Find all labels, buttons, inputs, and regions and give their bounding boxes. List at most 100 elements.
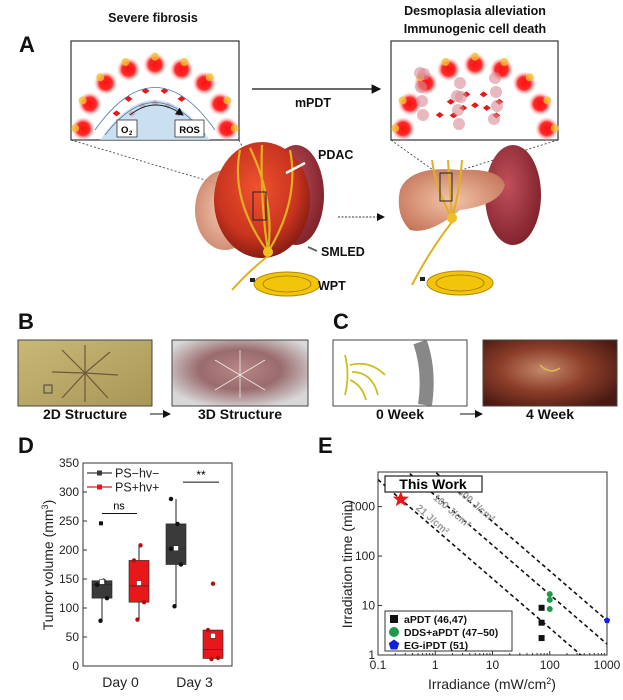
right-inset-desmoplasia-alleviation bbox=[390, 40, 559, 141]
data-point bbox=[538, 604, 545, 611]
stroma-icon bbox=[180, 57, 189, 66]
e-ytick-label: 1000 bbox=[348, 500, 375, 514]
caption-3d-structure: 3D Structure bbox=[198, 406, 282, 422]
stroma-icon bbox=[525, 73, 534, 82]
dying-cell-icon bbox=[415, 81, 427, 93]
dying-cell-icon bbox=[491, 100, 503, 112]
outlier-point bbox=[210, 581, 216, 586]
right-inset-title-2: Immunogenic cell death bbox=[404, 22, 546, 36]
right-inset-title-1: Desmoplasia alleviation bbox=[404, 4, 546, 18]
e-xtick-label: 100 bbox=[540, 658, 560, 672]
e-xtick-label: 0.1 bbox=[370, 658, 387, 672]
d-ytick-label: 100 bbox=[59, 601, 79, 615]
stroma-icon bbox=[96, 73, 105, 82]
legend-marker bbox=[97, 484, 102, 490]
photo-2d-structure bbox=[17, 339, 153, 407]
panel-label-d: D bbox=[18, 433, 34, 458]
this-work-label: This Work bbox=[399, 476, 467, 492]
legend-label: PS−hv− bbox=[115, 467, 159, 481]
e-xlabel: Irradiance (mW/cm2) bbox=[428, 676, 556, 692]
data-point bbox=[131, 558, 137, 563]
mean-marker bbox=[210, 633, 216, 639]
photosensitizer-icon bbox=[479, 91, 488, 98]
dose-line bbox=[434, 472, 607, 622]
photosensitizer-icon bbox=[435, 112, 444, 119]
d-ytick-label: 150 bbox=[59, 572, 79, 586]
treated-pancreas-illustration bbox=[398, 145, 541, 296]
panel-label-e: E bbox=[318, 433, 333, 458]
data-point bbox=[538, 619, 545, 626]
d-plot-frame bbox=[82, 462, 233, 667]
dying-cell-icon bbox=[417, 109, 429, 121]
d-ytick-label: 250 bbox=[59, 514, 79, 528]
smled-label: SMLED bbox=[321, 245, 365, 259]
legend-label: EG-iPDT (51) bbox=[404, 640, 468, 652]
mean-marker bbox=[173, 545, 179, 552]
data-point bbox=[209, 656, 214, 662]
ros-label: ROS bbox=[179, 125, 200, 136]
data-point bbox=[603, 617, 611, 624]
box bbox=[165, 523, 187, 565]
data-point bbox=[135, 617, 140, 622]
tumor-cell-icon bbox=[534, 116, 559, 141]
significance-annotation: ** bbox=[196, 468, 206, 482]
data-point bbox=[168, 546, 174, 552]
d-ytick-label: 50 bbox=[66, 630, 80, 644]
data-point bbox=[138, 543, 143, 548]
outlier-point bbox=[99, 521, 103, 526]
left-inset-fibrosis: O 2 ROS bbox=[70, 40, 240, 141]
e-ytick-label: 1 bbox=[368, 648, 375, 662]
data-point bbox=[175, 521, 180, 527]
dying-cell-icon bbox=[452, 104, 464, 116]
d-ytick-label: 200 bbox=[59, 543, 79, 557]
e-xtick-label: 1000 bbox=[594, 658, 621, 672]
dying-cell-icon bbox=[490, 86, 502, 98]
dying-cell-icon bbox=[416, 95, 428, 107]
mpdt-label: mPDT bbox=[295, 96, 331, 110]
panel-label-b: B bbox=[18, 309, 34, 334]
stroma-icon bbox=[391, 124, 400, 133]
stroma-icon bbox=[500, 57, 509, 66]
stroma-icon bbox=[230, 124, 239, 133]
ns-annotation: ns bbox=[113, 500, 125, 512]
smled-pointer bbox=[307, 246, 318, 252]
photosensitizer-icon bbox=[112, 110, 121, 117]
dying-cell-icon bbox=[455, 91, 467, 103]
mean-marker bbox=[136, 580, 142, 586]
d-ylabel: Tumor volume (mm3) bbox=[40, 500, 56, 631]
data-point bbox=[538, 635, 545, 642]
o2-subscript: 2 bbox=[129, 131, 133, 137]
stroma-icon bbox=[205, 73, 214, 82]
pdac-label: PDAC bbox=[318, 148, 353, 162]
data-point bbox=[104, 595, 110, 601]
caption-2d-structure: 2D Structure bbox=[43, 406, 127, 422]
tumor-cell-icon bbox=[71, 116, 96, 141]
data-point bbox=[98, 618, 103, 623]
tumor-cell-icon bbox=[391, 116, 416, 141]
dying-cell-icon bbox=[453, 118, 465, 130]
dying-cell-icon bbox=[454, 77, 466, 89]
d-ytick-label: 0 bbox=[72, 659, 79, 673]
stroma-icon bbox=[78, 96, 87, 105]
legend-label: PS+hv+ bbox=[115, 481, 159, 495]
caption-4-week: 4 Week bbox=[526, 406, 574, 422]
e-xtick-label: 10 bbox=[486, 658, 500, 672]
stroma-icon bbox=[441, 57, 450, 66]
caption-0-week: 0 Week bbox=[376, 406, 424, 422]
wpt-label: WPT bbox=[318, 279, 346, 293]
e-legend-frame bbox=[384, 610, 513, 652]
pdac-pointer bbox=[285, 161, 306, 175]
legend-marker bbox=[390, 615, 398, 623]
panel-label-a: A bbox=[19, 32, 35, 57]
data-point bbox=[178, 562, 184, 567]
data-point bbox=[215, 655, 221, 661]
d-xtick-label: Day 0 bbox=[102, 674, 139, 690]
this-work-star-icon bbox=[392, 490, 409, 507]
data-point bbox=[546, 606, 553, 613]
photosensitizer-icon bbox=[482, 104, 491, 111]
legend-marker bbox=[389, 627, 399, 637]
legend-label: DDS+aPDT (47–50) bbox=[404, 627, 498, 639]
